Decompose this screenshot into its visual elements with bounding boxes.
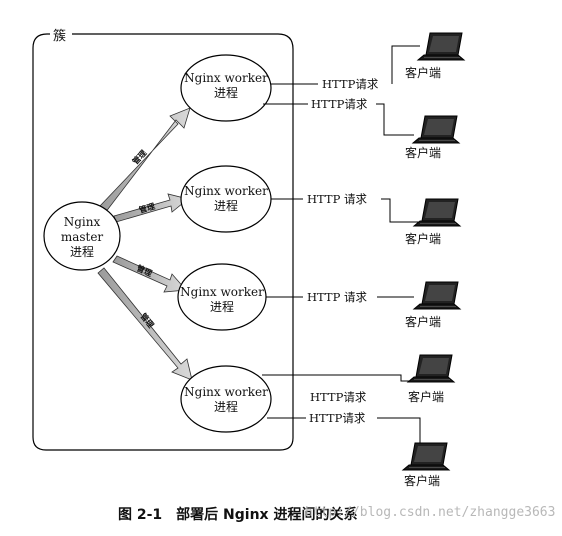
laptop-icon xyxy=(417,32,465,61)
manage-arrow-1 xyxy=(98,107,191,214)
request-label-2: HTTP请求 xyxy=(311,97,368,111)
laptop-icon xyxy=(413,198,461,227)
manage-arrow-4 xyxy=(97,267,193,381)
worker-node-4 xyxy=(180,365,272,433)
cluster-boundary xyxy=(32,33,294,451)
worker-3-line-2: 进程 xyxy=(210,299,234,314)
client-4-label: 客户端 xyxy=(405,314,441,329)
client-2: 客户端 xyxy=(405,115,460,160)
request-label-6: HTTP请求 xyxy=(309,411,366,425)
client-1: 客户端 xyxy=(405,32,465,80)
client-5: 客户端 xyxy=(407,354,455,404)
manage-arrow-3 xyxy=(112,255,187,293)
client-3: 客户端 xyxy=(405,198,461,246)
laptop-icon xyxy=(412,115,460,144)
worker-node-1 xyxy=(180,54,272,122)
worker-4-line-2: 进程 xyxy=(214,399,238,414)
master-line-1: Nginx xyxy=(64,215,101,229)
manage-arrow-2 xyxy=(113,193,189,223)
worker-4-line-1: Nginx worker xyxy=(184,385,268,399)
connection-lines xyxy=(262,45,421,445)
client-6-label: 客户端 xyxy=(404,473,440,488)
client-5-label: 客户端 xyxy=(408,389,444,404)
figure-caption: 图 2-1 部署后 Nginx 进程间的关系 xyxy=(118,506,357,523)
request-label-5: HTTP请求 xyxy=(310,390,367,404)
worker-3-line-1: Nginx worker xyxy=(180,285,264,299)
client-4: 客户端 xyxy=(405,281,461,329)
worker-2-line-1: Nginx worker xyxy=(184,184,268,198)
client-6: 客户端 xyxy=(402,442,450,488)
master-line-3: 进程 xyxy=(70,244,94,259)
worker-1-line-2: 进程 xyxy=(214,85,238,100)
client-3-label: 客户端 xyxy=(405,231,441,246)
worker-2-line-2: 进程 xyxy=(214,198,238,213)
laptop-icon xyxy=(407,354,455,383)
laptop-icon xyxy=(402,442,450,471)
request-label-4: HTTP 请求 xyxy=(307,290,367,304)
master-line-2: master xyxy=(61,230,104,244)
worker-1-line-1: Nginx worker xyxy=(184,71,268,85)
watermark: http://blog.csdn.net/zhangge3663 xyxy=(305,505,555,520)
manage-label-2: 管理 xyxy=(138,201,156,215)
client-1-label: 客户端 xyxy=(405,65,441,80)
client-2-label: 客户端 xyxy=(405,145,441,160)
laptop-icon xyxy=(413,281,461,310)
request-label-1: HTTP请求 xyxy=(322,77,379,91)
manage-label-1: 管理 xyxy=(130,148,148,167)
request-label-3: HTTP 请求 xyxy=(307,192,367,206)
master-node xyxy=(43,201,121,271)
cluster-label: 簇 xyxy=(53,29,66,44)
